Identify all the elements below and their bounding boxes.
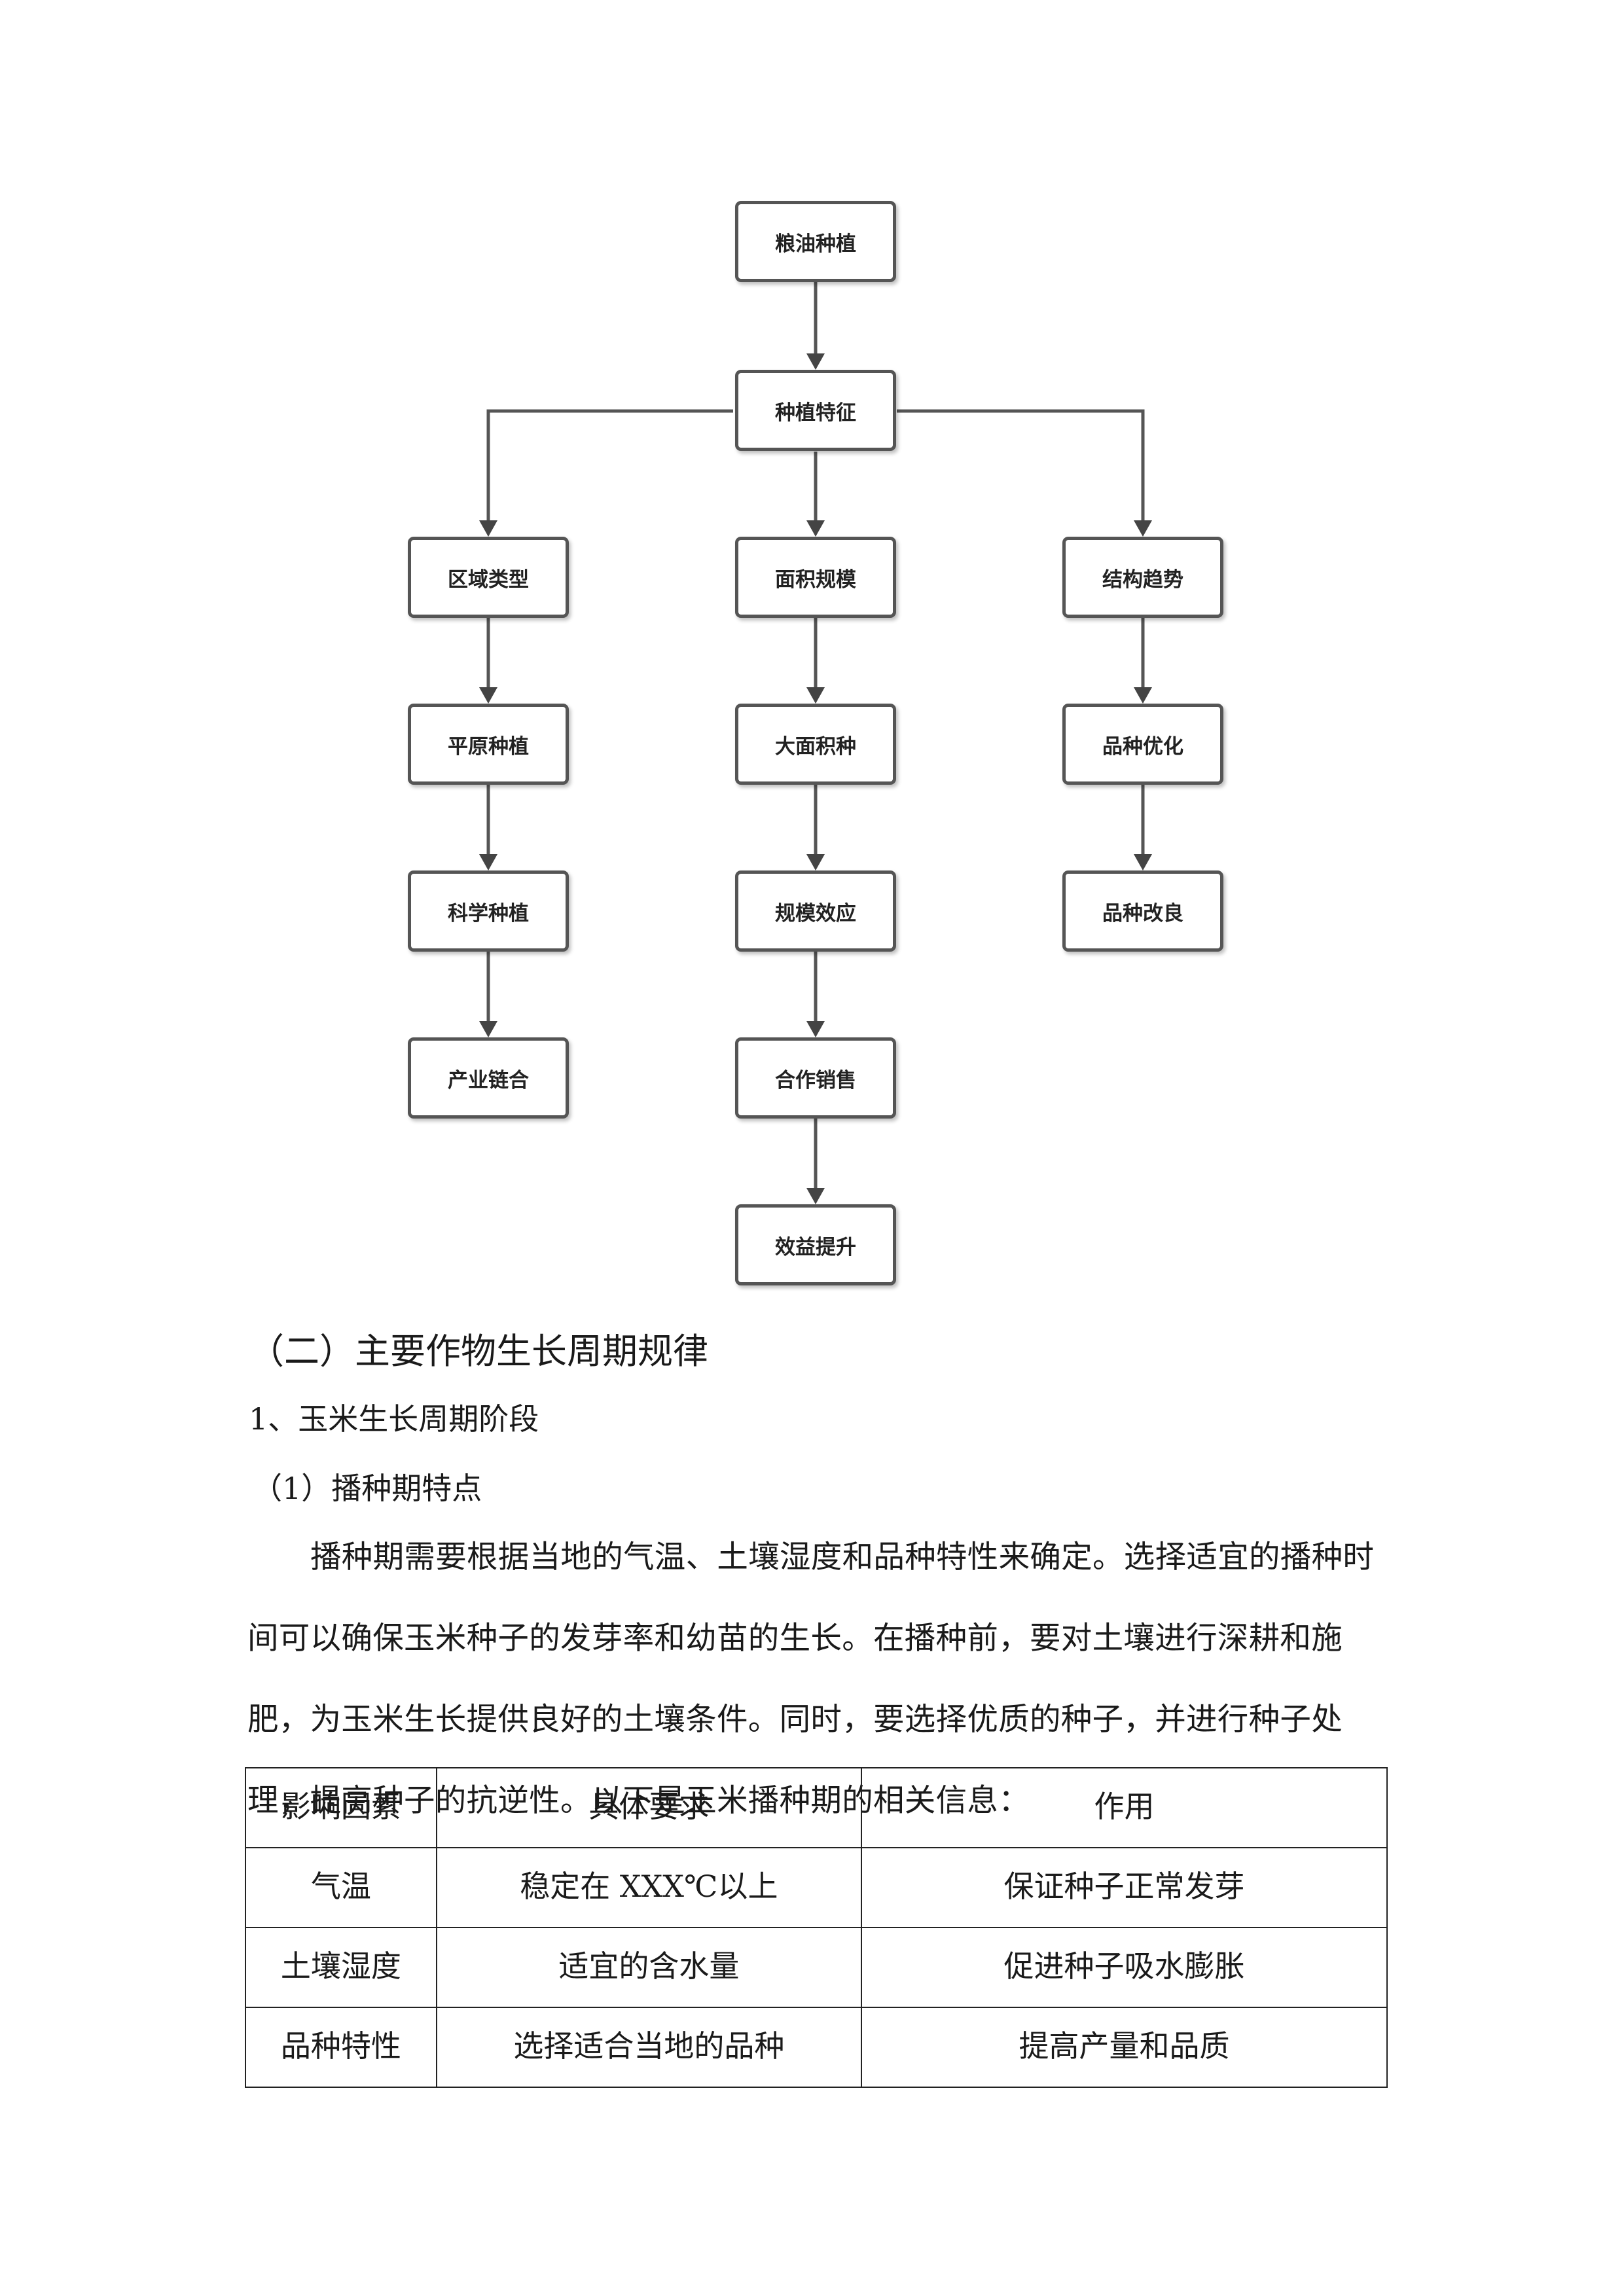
node-planting-features: 种植特征 bbox=[735, 370, 896, 451]
table-cell: 气温 bbox=[245, 1847, 437, 1928]
node-large-area: 大面积种 bbox=[735, 704, 896, 785]
node-scientific-planting: 科学种植 bbox=[408, 870, 569, 952]
table-cell: 稳定在 XXX℃以上 bbox=[435, 1847, 863, 1928]
sowing-info-table: 影响因素 具体要求 作用 气温 稳定在 XXX℃以上 保证种子正常发芽 土壤湿度… bbox=[245, 1767, 1388, 2088]
table-cell: 选择适合当地的品种 bbox=[435, 2007, 863, 2088]
node-variety-improvement: 品种改良 bbox=[1062, 870, 1223, 952]
subsection-heading: 1、玉米生长周期阶段 bbox=[249, 1401, 539, 1437]
subsubsection-heading: （1）播种期特点 bbox=[252, 1471, 482, 1506]
table-cell: 保证种子正常发芽 bbox=[861, 1847, 1388, 1928]
table-header-cell: 影响因素 bbox=[245, 1767, 437, 1848]
connector-features-to-region bbox=[486, 409, 733, 530]
table-cell: 促进种子吸水膨胀 bbox=[861, 1927, 1388, 2008]
node-scale-effect: 规模效应 bbox=[735, 870, 896, 952]
node-structure-trend: 结构趋势 bbox=[1062, 537, 1223, 618]
table-row: 品种特性 选择适合当地的品种 提高产量和品质 bbox=[245, 2007, 1388, 2088]
node-grain-oil-planting: 粮油种植 bbox=[735, 201, 896, 282]
table-cell: 品种特性 bbox=[245, 2007, 437, 2088]
table-header-cell: 作用 bbox=[861, 1767, 1388, 1848]
connector-features-to-structure bbox=[897, 409, 1145, 530]
node-benefit-increase: 效益提升 bbox=[735, 1204, 896, 1285]
node-cooperative-sales: 合作销售 bbox=[735, 1037, 896, 1119]
node-region-type: 区域类型 bbox=[408, 537, 569, 618]
section-heading: （二）主要作物生长周期规律 bbox=[249, 1331, 708, 1372]
flowchart: 粮油种植 种植特征 区域类型 平原种植 科学种植 产业链合 面积规模 大面积种 … bbox=[408, 201, 1223, 1285]
table-header-cell: 具体要求 bbox=[435, 1767, 863, 1848]
node-plain-planting: 平原种植 bbox=[408, 704, 569, 785]
table-cell: 土壤湿度 bbox=[245, 1927, 437, 2008]
table-cell: 适宜的含水量 bbox=[435, 1927, 863, 2008]
table-header-row: 影响因素 具体要求 作用 bbox=[245, 1767, 1388, 1848]
node-variety-optimization: 品种优化 bbox=[1062, 704, 1223, 785]
table-cell: 提高产量和品质 bbox=[861, 2007, 1388, 2088]
table-row: 土壤湿度 适宜的含水量 促进种子吸水膨胀 bbox=[245, 1927, 1388, 2008]
table-row: 气温 稳定在 XXX℃以上 保证种子正常发芽 bbox=[245, 1847, 1388, 1928]
node-area-scale: 面积规模 bbox=[735, 537, 896, 618]
node-industry-chain: 产业链合 bbox=[408, 1037, 569, 1119]
flowchart-connectors bbox=[479, 282, 1152, 1204]
